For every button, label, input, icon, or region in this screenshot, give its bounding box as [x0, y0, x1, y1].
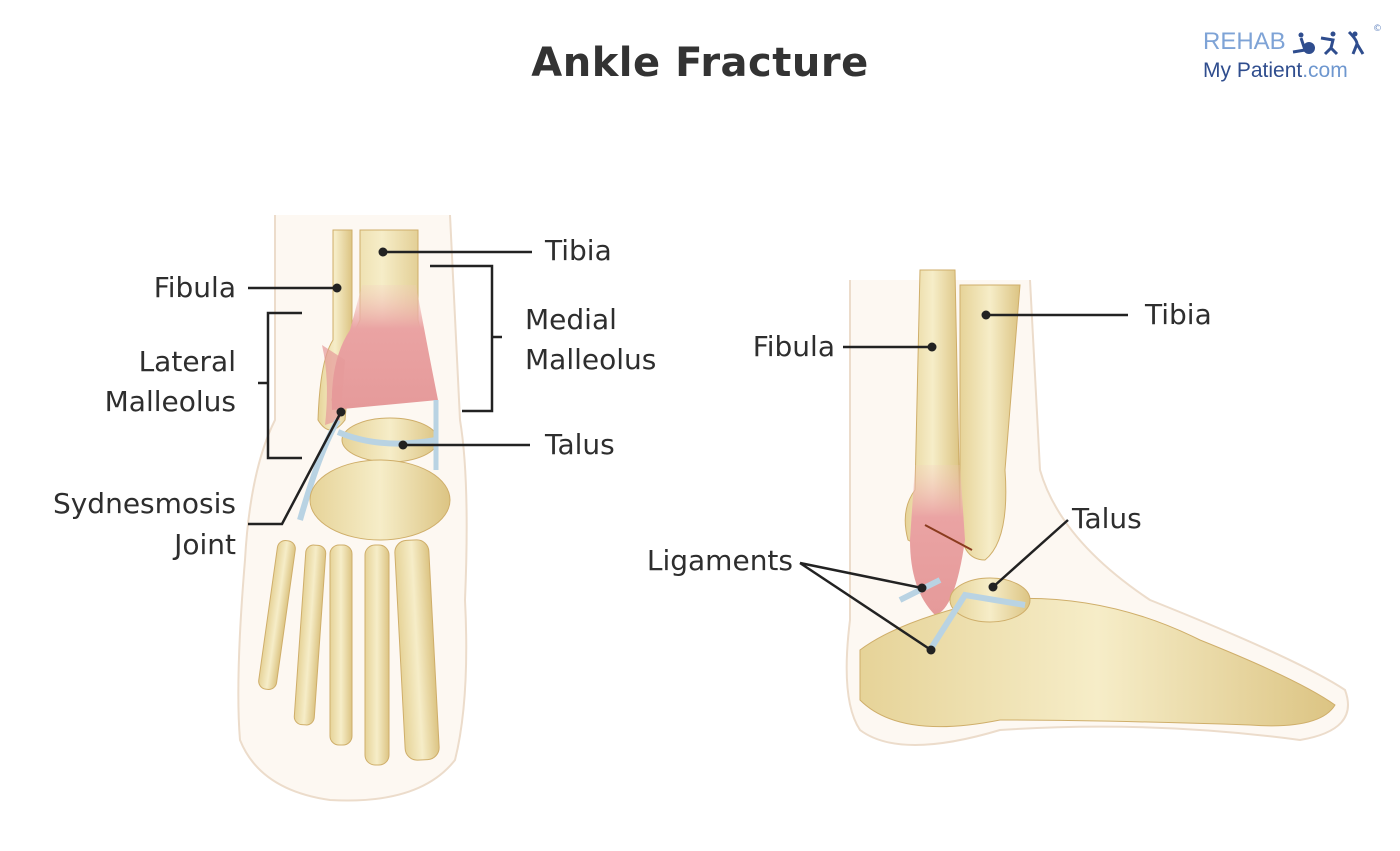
medial-malleolus-label-line2: Malleolus [525, 343, 657, 376]
lateral-malleolus-label-line1: Lateral [138, 345, 236, 378]
page-title: Ankle Fracture [531, 40, 869, 86]
copyright-icon: © [1373, 24, 1382, 34]
rehab-my-patient-logo[interactable]: REHAB My Patient.com © [1203, 24, 1383, 88]
leader-lines [248, 250, 1128, 652]
ligaments-label: Ligaments [646, 544, 793, 577]
side-talus-label: Talus [1072, 502, 1142, 535]
front-fibula-label: Fibula [153, 271, 236, 304]
front-view-foot [237, 214, 468, 802]
syndesmosis-label-line1: Sydnesmosis [52, 487, 236, 520]
medial-malleolus-label-line1: Medial [525, 303, 617, 336]
syndesmosis-label-line2: Joint [174, 528, 236, 561]
side-tibia-label: Tibia [1145, 298, 1212, 331]
side-view-foot [845, 269, 1349, 746]
logo-rehab-text: REHAB [1203, 28, 1286, 55]
lateral-malleolus-label-line2: Malleolus [104, 385, 236, 418]
side-fibula-label: Fibula [752, 330, 835, 363]
front-tibia-label: Tibia [545, 234, 612, 267]
exercise-figures-icon [1292, 30, 1365, 56]
leader-dots [332, 247, 998, 655]
logo-my-patient-text: My Patient.com [1203, 59, 1348, 82]
front-talus-label: Talus [545, 428, 615, 461]
